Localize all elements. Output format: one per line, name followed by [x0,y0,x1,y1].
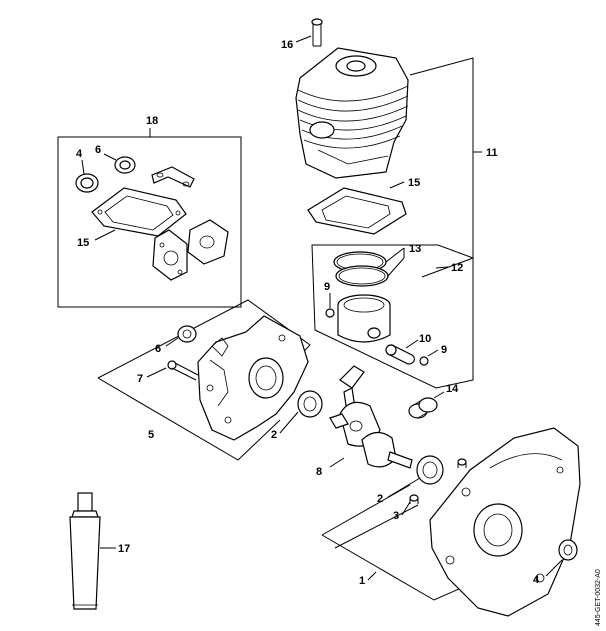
callout-14: 14 [446,383,459,395]
muffler-gasket [151,166,195,188]
cylinder-gasket-box [91,187,187,241]
callout-12: 12 [451,262,463,274]
callout-4-right: 4 [533,574,540,586]
grease-tube [69,492,116,610]
dowel-sleeves [409,458,467,504]
ball-bearing-left [297,390,323,418]
carburetor-gasket [152,229,188,281]
callout-6-box: 6 [95,144,101,156]
crankcase-screw [146,360,199,381]
callout-10: 10 [419,333,431,345]
oil-seal-left [165,325,197,347]
ball-bearing-right [416,455,444,485]
leader-lines [279,411,421,581]
callout-9-top: 9 [324,281,330,293]
cylinder-gasket-right [307,181,407,235]
callout-15-box: 15 [77,237,89,249]
callout-6-left: 6 [155,343,161,355]
piston-box [311,244,474,389]
callout-2-left: 2 [271,429,277,441]
callout-18: 18 [146,115,158,127]
callout-9-bottom: 9 [441,344,447,356]
cylinder [295,47,409,179]
callout-4-box: 4 [76,148,83,160]
piston [337,294,391,343]
callout-2-right: 2 [377,493,383,505]
callout-8: 8 [316,466,322,478]
callout-11: 11 [486,147,498,159]
callout-16: 16 [281,39,293,51]
gasket-set-box [57,128,242,308]
piston-clips [325,293,439,366]
seal-ring-small [75,159,99,193]
drawing-code: 445-GET-0032-A0 [595,569,602,626]
piston-rings [333,247,405,287]
needle-cage [408,391,445,419]
crankshaft [329,365,413,469]
callout-labels: 18 4 6 15 16 11 15 13 12 9 10 9 6 7 14 5… [76,39,540,587]
oil-seal-small [103,153,136,174]
intake-gasket [187,219,229,265]
callout-17: 17 [118,543,130,555]
crankcase-right [321,427,581,617]
callout-15-right: 15 [408,177,420,189]
cylinder-screw [295,18,323,47]
piston-pin [385,339,419,365]
callout-13: 13 [409,243,421,255]
callout-5: 5 [148,429,154,441]
callout-3: 3 [393,510,399,522]
callout-1: 1 [359,575,365,587]
crankcase-left [97,299,311,461]
callout-7: 7 [137,373,143,385]
oil-seal-right [545,539,578,577]
